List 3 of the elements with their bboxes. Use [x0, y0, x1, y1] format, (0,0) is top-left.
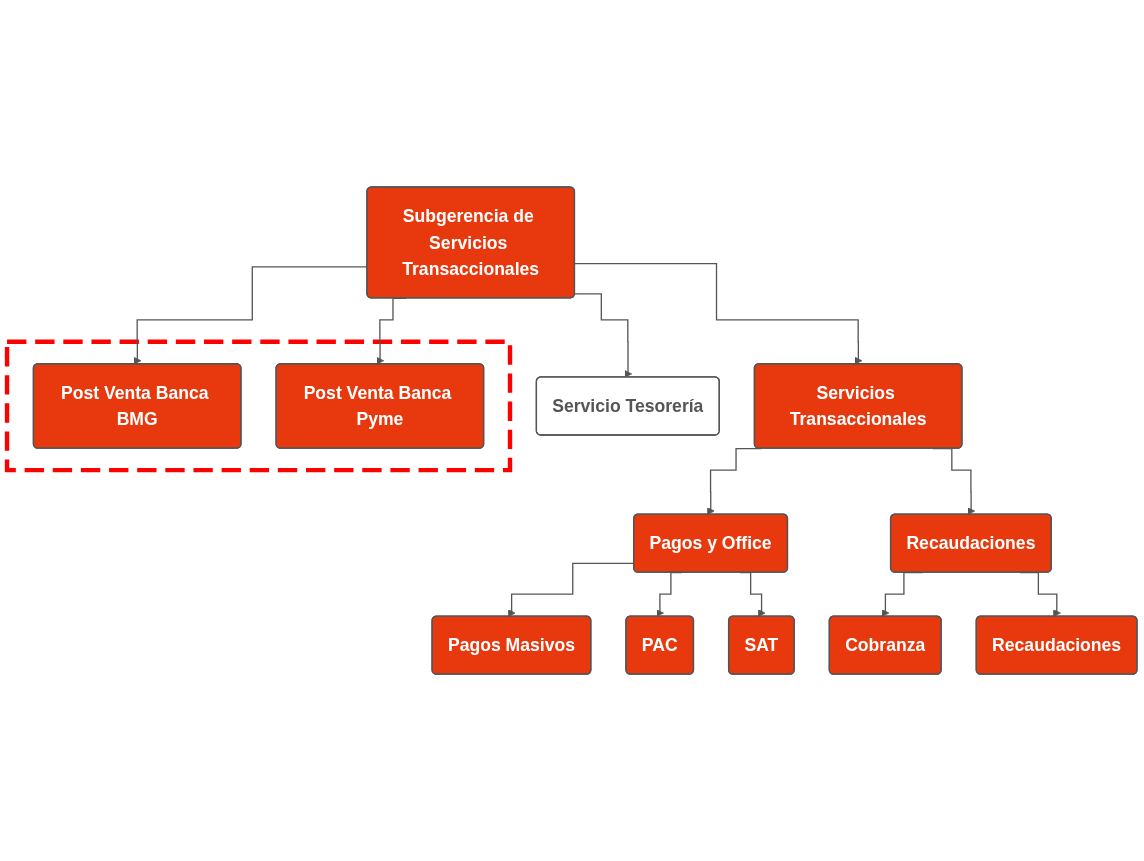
- cluster: [4, 339, 513, 473]
- arrow: [574, 293, 633, 378]
- arrow: [574, 262, 863, 365]
